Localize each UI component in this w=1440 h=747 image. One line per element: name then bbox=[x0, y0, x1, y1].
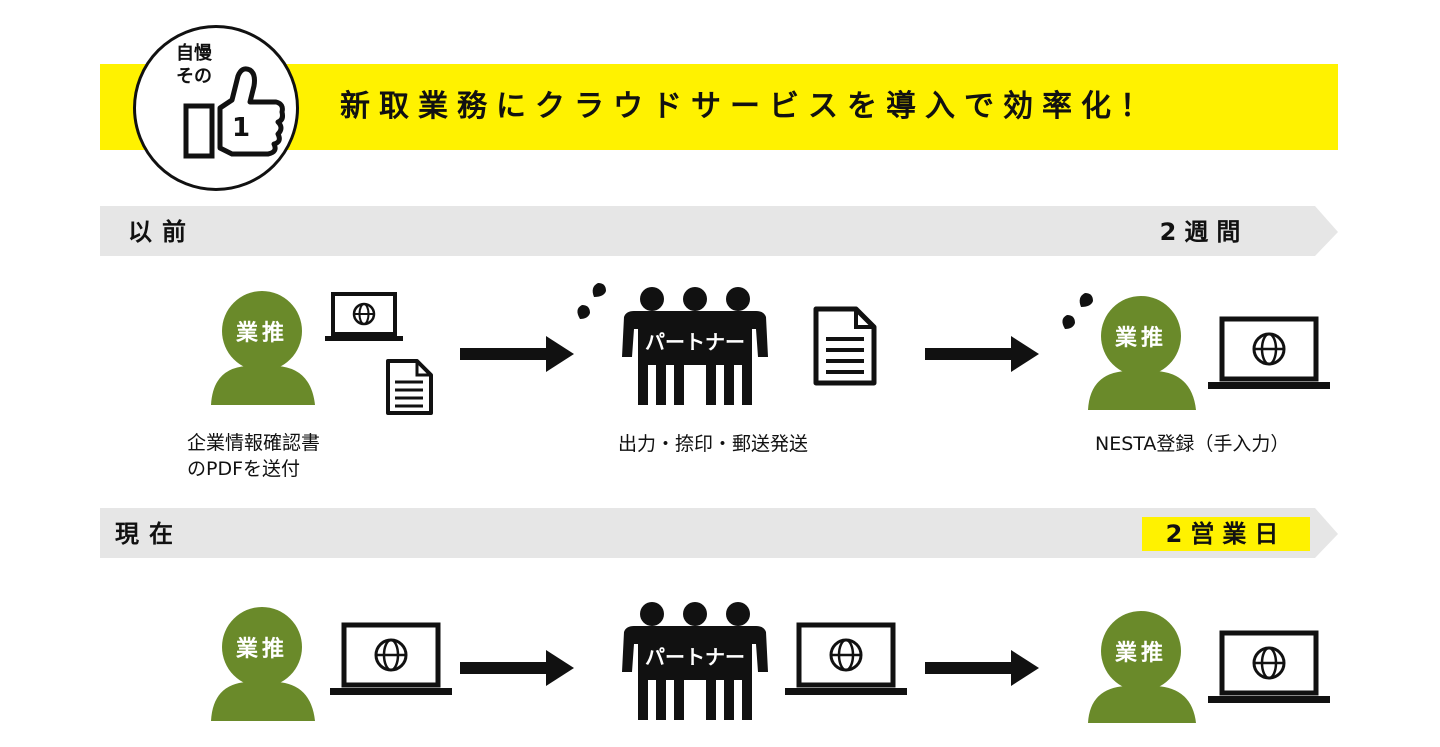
badge-text: 自慢 その bbox=[176, 42, 236, 88]
person-icon: 業推 bbox=[1088, 611, 1196, 723]
arrow-right-icon bbox=[925, 336, 1039, 372]
thumbs-up-icon: 1 bbox=[183, 66, 285, 159]
document-icon bbox=[386, 359, 433, 415]
now-duration-badge: 2営業日 bbox=[1142, 517, 1310, 551]
before-duration: 2週間 bbox=[1159, 218, 1249, 246]
laptop-icon bbox=[330, 622, 452, 695]
laptop-icon bbox=[785, 622, 907, 695]
before-step2-caption: 出力・捺印・郵送発送 bbox=[618, 433, 809, 455]
person-label: 業推 bbox=[236, 321, 288, 346]
person-label: 業推 bbox=[236, 637, 288, 662]
bar-before bbox=[100, 206, 1338, 256]
before-step3-caption: NESTA登録（手入力） bbox=[1095, 433, 1290, 455]
person-icon: 業推 bbox=[211, 291, 315, 405]
partner-group-icon: パートナー bbox=[622, 287, 768, 405]
arrow-right-icon bbox=[460, 336, 574, 372]
partner-group-icon: パートナー bbox=[622, 602, 768, 720]
badge-line1: 自慢 bbox=[176, 43, 212, 64]
now-label: 現在 bbox=[115, 520, 183, 548]
badge-number: 1 bbox=[232, 113, 250, 143]
person-icon: 業推 bbox=[1088, 296, 1196, 410]
document-icon bbox=[813, 306, 877, 386]
caption-line: 企業情報確認書 bbox=[187, 432, 321, 454]
before-step1-caption: 企業情報確認書 のPDFを送付 bbox=[187, 430, 320, 482]
person-icon: 業推 bbox=[211, 607, 315, 721]
person-label: 業推 bbox=[1115, 326, 1167, 351]
before-label: 以前 bbox=[128, 218, 196, 246]
laptop-icon bbox=[1208, 316, 1330, 389]
sweat-drop-icon bbox=[1062, 293, 1093, 329]
hero-title: 新取業務にクラウドサービスを導入で効率化！ bbox=[340, 89, 1159, 124]
person-label: 業推 bbox=[1115, 641, 1167, 666]
laptop-icon bbox=[1208, 630, 1330, 703]
caption-line: のPDFを送付 bbox=[187, 458, 301, 480]
sweat-drop-icon bbox=[577, 283, 606, 319]
arrow-right-icon bbox=[925, 650, 1039, 686]
hero-band bbox=[100, 64, 1338, 150]
arrow-right-icon bbox=[460, 650, 574, 686]
bar-now bbox=[100, 508, 1338, 558]
laptop-icon bbox=[325, 292, 403, 341]
group-label: パートナー bbox=[645, 330, 745, 354]
badge-line2: その bbox=[176, 66, 212, 87]
group-label: パートナー bbox=[645, 645, 745, 669]
